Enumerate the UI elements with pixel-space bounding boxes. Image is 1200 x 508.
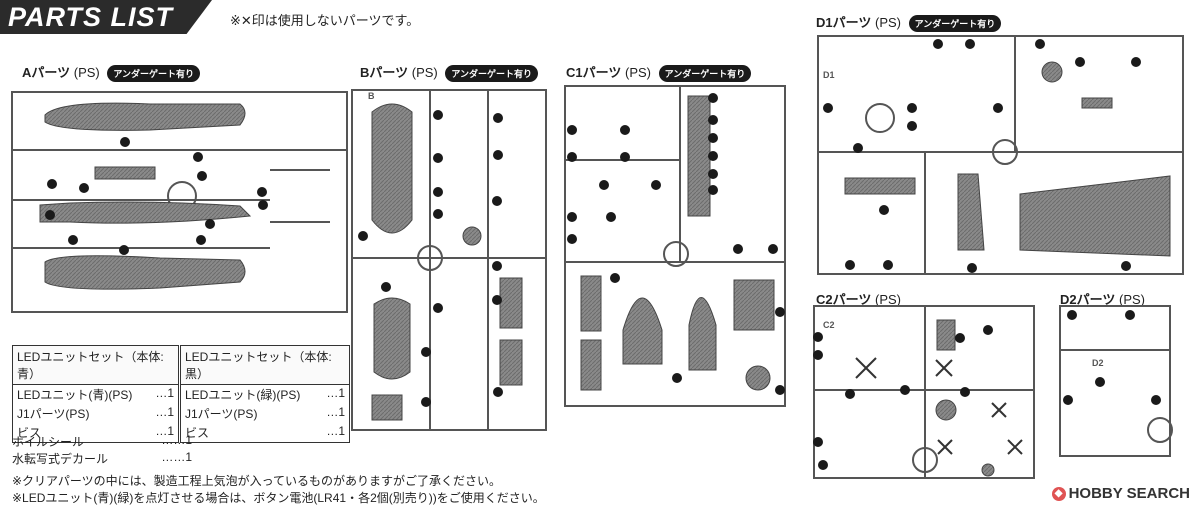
led-set-title: LEDユニットセット（本体:黒） <box>181 346 349 385</box>
runner-d2 <box>1059 305 1173 457</box>
undergate-badge: アンダーゲート有り <box>107 65 201 83</box>
led-set-title: LEDユニットセット（本体:青） <box>13 346 178 385</box>
undergate-badge: アンダーゲート有り <box>658 65 752 83</box>
unused-parts-note: ※✕印は使用しないパーツです。 <box>230 13 420 28</box>
section-label-d2: D2パーツ (PS) <box>1060 292 1145 307</box>
led-set-row: LEDユニット(青)(PS)…1 <box>17 386 174 402</box>
footnote: ※LEDユニット(青)(緑)を点灯させる場合は、ボタン電池(LR41・各2個(別… <box>12 491 545 505</box>
led-set-row: LEDユニット(緑)(PS)…1 <box>185 386 345 402</box>
section-label-d1: D1パーツ (PS) アンダーゲート有り <box>816 12 1002 33</box>
hobbysearch-icon: ◆ <box>1051 487 1066 502</box>
runner-tag-b: B <box>368 91 375 101</box>
runner-tag-d1: D1 <box>823 70 835 80</box>
runner-a <box>11 91 348 313</box>
section-label-c1: C1パーツ (PS) アンダーゲート有り <box>566 62 752 83</box>
undergate-badge: アンダーゲート有り <box>908 15 1002 33</box>
undergate-badge: アンダーゲート有り <box>445 65 539 83</box>
runner-d1 <box>817 35 1184 275</box>
runner-b <box>351 89 547 431</box>
page-title: PARTS LIST <box>8 2 174 32</box>
led-set-row: J1パーツ(PS)…1 <box>17 405 174 421</box>
led-set-blue: LEDユニットセット（本体:青） LEDユニット(青)(PS)…1 J1パーツ(… <box>12 345 179 443</box>
extras-list: ホイルシール……1 水転写式デカール……1 <box>12 433 192 467</box>
led-set-row: ビス…1 <box>17 424 174 440</box>
runner-tag-d2: D2 <box>1092 358 1104 368</box>
led-set-black: LEDユニットセット（本体:黒） LEDユニット(緑)(PS)…1 J1パーツ(… <box>180 345 350 443</box>
header-band <box>0 0 212 34</box>
list-item: ホイルシール……1 <box>12 433 192 449</box>
section-label-b: Bパーツ (PS) アンダーゲート有り <box>360 62 539 83</box>
section-label-c2: C2パーツ (PS) <box>816 292 901 307</box>
footnote: ※クリアパーツの中には、製造工程上気泡が入っているものがありますがご了承ください… <box>12 474 501 488</box>
section-label-a: Aパーツ (PS) アンダーゲート有り <box>22 62 201 83</box>
runner-tag-c2: C2 <box>823 320 835 330</box>
watermark-logo: ◆HOBBY SEARCH <box>1051 485 1190 502</box>
led-set-row: ビス…1 <box>185 424 345 440</box>
led-set-row: J1パーツ(PS)…1 <box>185 405 345 421</box>
list-item: 水転写式デカール……1 <box>12 450 192 466</box>
